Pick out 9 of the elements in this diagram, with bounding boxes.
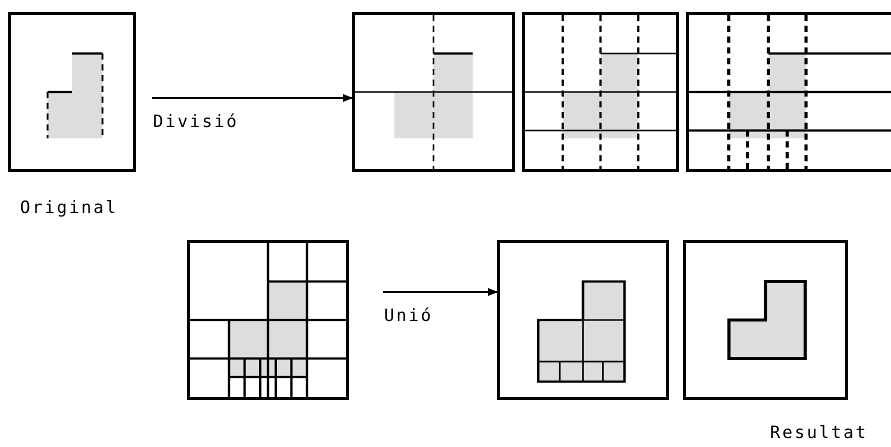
grid-drawing: [683, 240, 848, 400]
grid-drawing: [352, 12, 515, 172]
arrow: [383, 288, 498, 296]
grid-drawing: [187, 240, 349, 400]
grid-drawing: [686, 12, 891, 172]
grid-drawing: [8, 12, 136, 172]
arrow: [152, 94, 353, 102]
grid-drawing: [522, 12, 679, 172]
grid-drawing: [497, 240, 669, 400]
